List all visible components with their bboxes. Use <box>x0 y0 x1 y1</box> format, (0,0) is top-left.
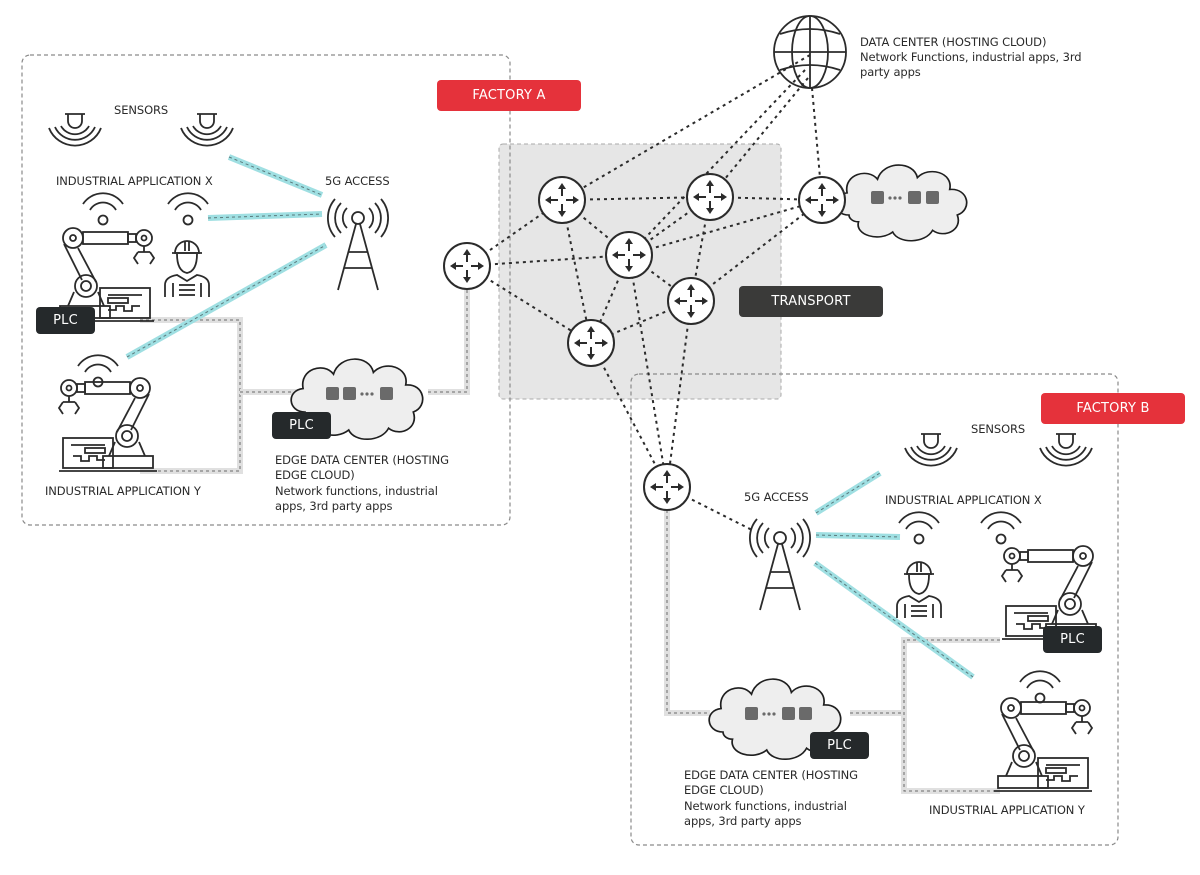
server-block-icon <box>380 387 393 400</box>
server-block-icon <box>871 191 884 204</box>
factory-a-plc-badge-1: PLC <box>36 307 95 334</box>
server-block-icon <box>799 707 812 720</box>
factory-a-sensors-label: SENSORS <box>114 103 169 117</box>
data-center-description-2: party apps <box>860 65 921 79</box>
wifi-icon <box>167 192 209 226</box>
router-icon <box>567 319 615 367</box>
server-block-icon <box>745 707 758 720</box>
factory-b-edge-title-1: EDGE DATA CENTER (HOSTING <box>684 768 858 782</box>
sensor-icon <box>904 433 958 467</box>
server-block-icon <box>926 191 939 204</box>
wifi-icon <box>1019 670 1061 704</box>
factory-a-edge-desc-2: apps, 3rd party apps <box>275 499 393 513</box>
factory-b-app-y-label: INDUSTRIAL APPLICATION Y <box>929 803 1085 817</box>
router-icon <box>667 277 715 325</box>
server-block-icon <box>326 387 339 400</box>
router-icon <box>643 463 691 511</box>
factory-b-edge-title-2: EDGE CLOUD) <box>684 783 764 797</box>
cell-tower-icon <box>327 198 389 291</box>
factory-a-wireless-links <box>125 154 328 360</box>
server-block-icon <box>343 387 356 400</box>
factory-b-sensors-label: SENSORS <box>971 422 1026 436</box>
factory-a-edge-desc-1: Network functions, industrial <box>275 484 438 498</box>
data-center-title: DATA CENTER (HOSTING CLOUD) <box>860 35 1047 49</box>
factory-a-boundary <box>21 54 511 526</box>
factory-a-edge-cloud <box>290 358 424 441</box>
factory-b-plc-badge-2: PLC <box>810 732 869 759</box>
data-center-description-1: Network Functions, industrial apps, 3rd <box>860 50 1082 64</box>
wifi-icon <box>82 192 124 226</box>
worker-icon <box>164 240 210 298</box>
router-icon <box>605 231 653 279</box>
robot-arm-icon <box>993 697 1093 792</box>
sensor-icon <box>1039 433 1093 467</box>
factory-b-badge: FACTORY B <box>1041 393 1185 424</box>
router-icon <box>798 176 846 224</box>
cloud-icon <box>834 164 968 242</box>
factory-b-boundary <box>630 373 1119 846</box>
factory-b-plc-badge-1: PLC <box>1043 626 1102 653</box>
globe-icon <box>773 15 847 89</box>
factory-a-badge: FACTORY A <box>437 80 581 111</box>
factory-b-wireless-links <box>813 470 975 680</box>
robot-arm-icon <box>58 377 158 472</box>
factory-b-access-label: 5G ACCESS <box>744 490 809 504</box>
router-icon <box>443 242 491 290</box>
cell-tower-icon <box>749 518 811 611</box>
factory-b-edge-desc-1: Network functions, industrial <box>684 799 847 813</box>
router-icon <box>686 173 734 221</box>
sensor-icon <box>180 113 234 147</box>
transport-badge: TRANSPORT <box>739 286 883 317</box>
factory-b-app-x-label: INDUSTRIAL APPLICATION X <box>885 493 1042 507</box>
factory-a-edge-title-2: EDGE CLOUD) <box>275 468 355 482</box>
factory-b-edge-desc-2: apps, 3rd party apps <box>684 814 802 828</box>
factory-b-edge-cloud <box>708 678 842 761</box>
sensor-icon <box>48 113 102 147</box>
wifi-icon <box>980 511 1022 545</box>
worker-icon <box>896 561 942 619</box>
router-icon <box>538 176 586 224</box>
server-block-icon <box>908 191 921 204</box>
server-block-icon <box>782 707 795 720</box>
wifi-icon <box>898 511 940 545</box>
factory-a-app-x-label: INDUSTRIAL APPLICATION X <box>56 174 213 188</box>
factory-a-access-label: 5G ACCESS <box>325 174 390 188</box>
factory-a-plc-badge-2: PLC <box>272 412 331 439</box>
factory-a-edge-title-1: EDGE DATA CENTER (HOSTING <box>275 453 449 467</box>
hosting-cloud <box>834 164 968 242</box>
factory-a-app-y-label: INDUSTRIAL APPLICATION Y <box>45 484 201 498</box>
factory-b-wired-links <box>664 510 1000 794</box>
